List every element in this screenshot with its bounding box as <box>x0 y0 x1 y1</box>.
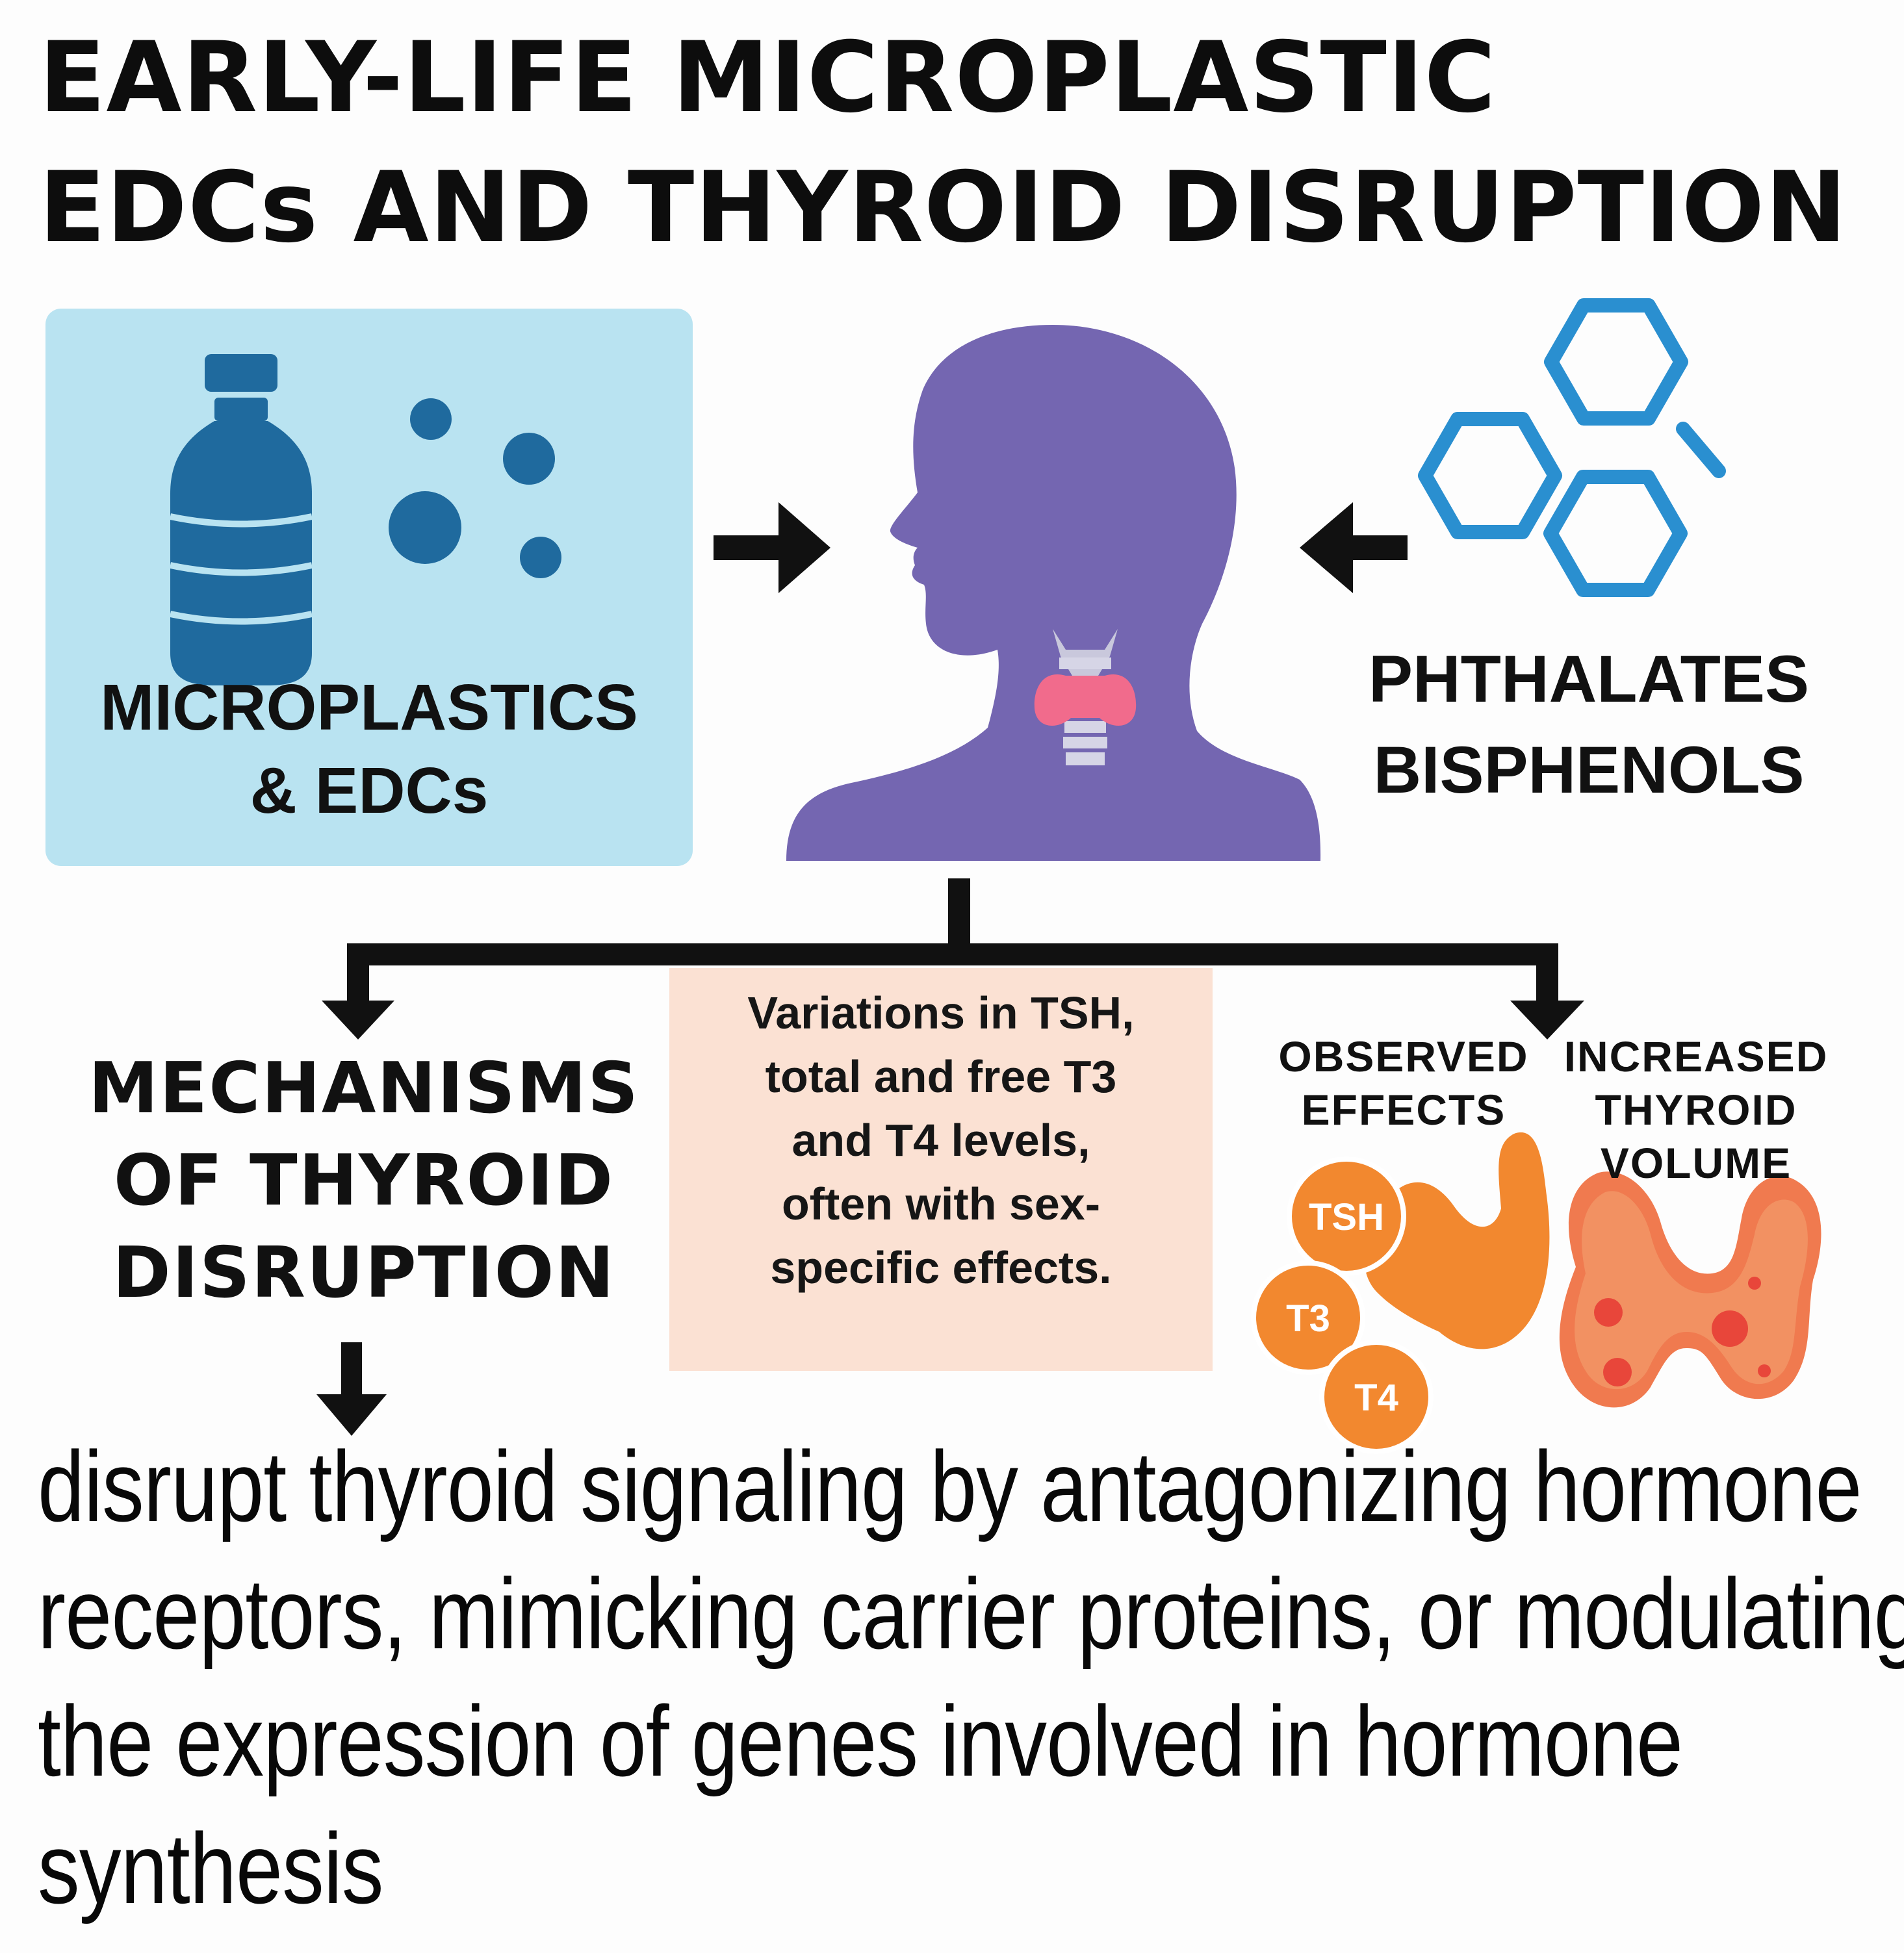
t4-label: T4 <box>1354 1377 1398 1419</box>
variations-line-4: often with sex- <box>781 1179 1101 1229</box>
arrow-icon <box>1510 1001 1584 1040</box>
bottle-icon <box>169 354 313 685</box>
mechanisms-line-3: DISRUPTION <box>112 1232 615 1314</box>
microplastics-label-line-1: MICROPLASTICS <box>100 671 638 744</box>
mechanisms-line-2: OF THYROID <box>113 1140 615 1221</box>
variations-line-2: total and free T3 <box>765 1051 1117 1102</box>
arrow-icon <box>316 1394 387 1436</box>
microparticle-icon <box>389 398 561 578</box>
chemicals-label-line-2: BISPHENOLS <box>1373 733 1805 807</box>
t4-bubble <box>1319 1340 1434 1454</box>
explanation-line-1: disrupt thyroid signaling by antagonizin… <box>38 1431 1862 1542</box>
volume-line-1: INCREASED <box>1563 1032 1829 1080</box>
chemical-structure-icon <box>1418 298 1726 597</box>
observed-line-1: OBSERVED <box>1278 1032 1529 1080</box>
variations-line-5: specific effects. <box>770 1242 1112 1293</box>
enlarged-thyroid-icon <box>1559 1171 1821 1408</box>
variations-panel <box>669 968 1213 1371</box>
explanation-line-2: receptors, mimicking carrier proteins, o… <box>38 1558 1904 1670</box>
head-silhouette-icon <box>786 325 1321 861</box>
mechanisms-heading: MECHANISMS OF THYROID DISRUPTION <box>71 1043 656 1320</box>
variations-line-1: Variations in TSH, <box>747 988 1135 1038</box>
mechanisms-line-1: MECHANISMS <box>88 1048 640 1129</box>
variations-text: Variations in TSH, total and free T3 and… <box>669 981 1213 1299</box>
tsh-bubble <box>1287 1156 1406 1276</box>
thyroid-icon <box>1034 629 1137 765</box>
t3-label: T3 <box>1286 1297 1330 1340</box>
title-line-2: EDCs AND THYROID DISRUPTION <box>39 151 1847 264</box>
variations-line-3: and T4 levels, <box>791 1115 1090 1166</box>
chemicals-label: PHTHALATES BISPHENOLS <box>1319 633 1859 815</box>
observed-thyroid-icon <box>1364 1132 1550 1349</box>
hormone-bubbles: TSH T3 T4 <box>1251 1156 1434 1454</box>
microplastics-panel <box>45 309 693 866</box>
observed-line-2: EFFECTS <box>1301 1086 1506 1134</box>
t3-bubble <box>1251 1260 1365 1375</box>
microplastics-label-line-2: & EDCs <box>250 754 489 827</box>
thyroid-volume-label: INCREASED THYROID VOLUME <box>1534 1030 1859 1190</box>
page-title: EARLY-LIFE MICROPLASTIC EDCs AND THYROID… <box>39 13 1872 273</box>
title-line-1: EARLY-LIFE MICROPLASTIC <box>39 21 1497 134</box>
mechanism-explanation: disrupt thyroid signaling by antagonizin… <box>38 1423 1904 1932</box>
explanation-line-4: synthesis <box>38 1813 384 1924</box>
chemicals-label-line-1: PHTHALATES <box>1368 642 1810 716</box>
microplastics-label: MICROPLASTICS & EDCs <box>45 666 693 832</box>
volume-line-3: VOLUME <box>1600 1139 1792 1187</box>
arrow-icon <box>322 1001 394 1040</box>
arrow-icon <box>714 502 830 593</box>
tsh-label: TSH <box>1309 1196 1384 1238</box>
arrow-icon <box>1300 502 1408 593</box>
observed-effects-label: OBSERVED EFFECTS <box>1261 1030 1547 1136</box>
volume-line-2: THYROID <box>1595 1086 1797 1134</box>
branch-connector <box>316 878 1584 1436</box>
explanation-line-3: the expression of genes involved in horm… <box>38 1685 1683 1797</box>
